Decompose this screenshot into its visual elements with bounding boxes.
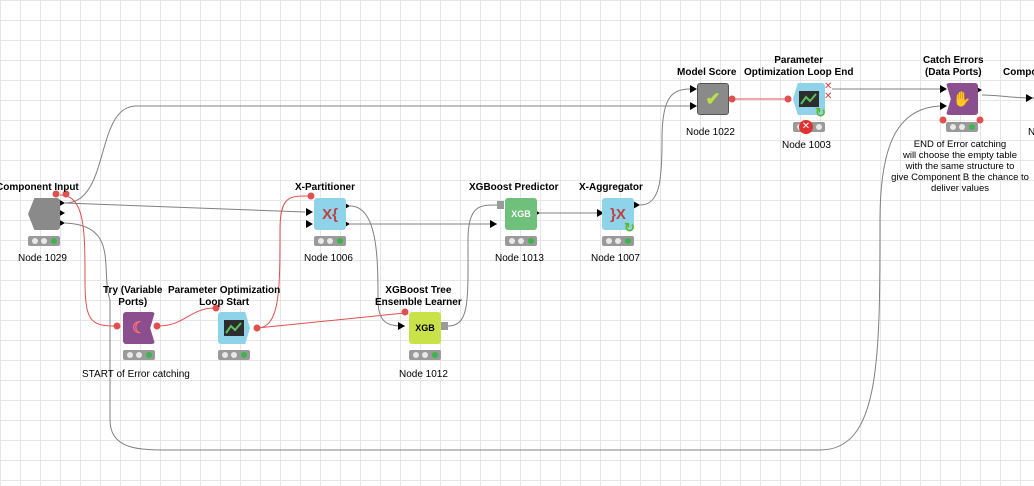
node-status-lights bbox=[123, 350, 155, 360]
aggregate-icon: }X bbox=[610, 205, 626, 223]
connection-aggregator-to-modelscore bbox=[639, 88, 691, 206]
xgb-predictor-node[interactable]: XGB bbox=[505, 198, 537, 230]
node-status-lights bbox=[218, 350, 250, 360]
model-port bbox=[441, 322, 448, 330]
port-arrow bbox=[306, 220, 313, 228]
node-title-model-score: Model Score bbox=[677, 67, 737, 78]
connection-xpartitioner-to-learner bbox=[349, 205, 406, 327]
loop-icon: ↻ bbox=[815, 105, 826, 120]
connection-input-to-modelscore bbox=[64, 105, 690, 204]
model-score-node[interactable]: ✔ bbox=[697, 83, 729, 115]
port-arrow bbox=[398, 322, 405, 330]
node-id-label: Node 1007 bbox=[591, 253, 640, 264]
node-title-try: Try (Variable Ports) bbox=[103, 285, 163, 308]
xgb-icon: XGB bbox=[511, 209, 531, 219]
node-title-catch-errors: Catch Errors (Data Ports) bbox=[923, 55, 984, 78]
xgb-learner-node[interactable]: XGB bbox=[409, 312, 441, 344]
node-id-label: Node 1029 bbox=[18, 253, 67, 264]
node-id-label: Node 1013 bbox=[495, 253, 544, 264]
connection-learner-to-predictor bbox=[447, 204, 498, 327]
node-status-lights bbox=[409, 350, 441, 360]
node-title-x-aggregator: X-Aggregator bbox=[579, 182, 643, 193]
node-id-label: Node 1022 bbox=[686, 127, 735, 138]
try-icon: ☾ bbox=[131, 320, 147, 337]
connection-input-to-catch bbox=[64, 105, 941, 451]
node-id-label: N bbox=[1028, 127, 1034, 138]
loop-end-node[interactable] bbox=[793, 83, 825, 115]
node-status-lights bbox=[602, 236, 634, 246]
flowvar-port bbox=[976, 116, 984, 124]
flowvar-port bbox=[62, 190, 70, 198]
xgb-icon: XGB bbox=[415, 323, 435, 333]
node-note-catch-errors: END of Error catching will choose the em… bbox=[891, 139, 1029, 194]
flowvar-port bbox=[253, 324, 261, 332]
node-title-xgb-learner: XGBoost Tree Ensemble Learner bbox=[375, 285, 462, 308]
node-status-lights bbox=[505, 236, 537, 246]
try-node[interactable]: ☾ bbox=[123, 312, 155, 344]
inactive-port-icon: ✕✕ bbox=[824, 81, 833, 102]
flowvar-input-to-try bbox=[59, 194, 116, 327]
flowvar-port bbox=[52, 190, 60, 198]
node-title-xgb-predictor: XGBoost Predictor bbox=[469, 182, 559, 193]
line-chart-icon bbox=[799, 91, 819, 107]
node-note-try: START of Error catching bbox=[82, 369, 190, 380]
port-arrow bbox=[1026, 94, 1033, 102]
node-title-x-partitioner: X-Partitioner bbox=[295, 182, 356, 193]
flowvar-loopstart-to-xpartitioner bbox=[256, 195, 311, 329]
node-status-lights bbox=[28, 236, 60, 246]
flowvar-port bbox=[784, 95, 792, 103]
node-status-lights bbox=[946, 122, 978, 132]
port-arrow bbox=[597, 209, 604, 217]
model-port bbox=[497, 201, 504, 209]
port-arrow bbox=[690, 102, 697, 110]
node-id-label: Node 1006 bbox=[304, 253, 353, 264]
node-title-loop-end: Parameter Optimization Loop End bbox=[744, 55, 854, 78]
node-status-lights bbox=[314, 236, 346, 246]
flowvar-port bbox=[939, 116, 947, 124]
flowvar-port bbox=[113, 322, 121, 330]
x-partitioner-node[interactable]: X{ bbox=[314, 198, 346, 230]
checkmark-icon: ✔ bbox=[705, 88, 721, 109]
port-arrow bbox=[306, 208, 313, 216]
node-title-component-output: Compo bbox=[1003, 67, 1034, 78]
hand-icon: ✋ bbox=[952, 91, 972, 108]
flowvar-port bbox=[212, 304, 220, 312]
port-arrow bbox=[940, 102, 947, 110]
connection-input-to-xpartitioner bbox=[64, 202, 306, 213]
error-icon: ✕ bbox=[799, 120, 813, 134]
catch-errors-node[interactable]: ✋ bbox=[946, 83, 978, 115]
port-arrow bbox=[490, 220, 497, 228]
flowvar-port bbox=[307, 192, 315, 200]
node-id-label: Node 1003 bbox=[782, 140, 831, 151]
port-arrow bbox=[690, 85, 697, 93]
port-arrow bbox=[940, 85, 947, 93]
loop-start-node[interactable] bbox=[218, 312, 250, 344]
flowvar-port bbox=[153, 322, 161, 330]
loop-icon: ↻ bbox=[624, 220, 635, 235]
node-id-label: Node 1012 bbox=[399, 369, 448, 380]
component-input-node[interactable] bbox=[28, 198, 60, 230]
flowvar-loopstart-to-learner bbox=[256, 312, 406, 329]
line-chart-icon bbox=[224, 320, 244, 336]
node-title-component-input: Component Input bbox=[0, 182, 79, 193]
flowvar-port bbox=[401, 308, 409, 316]
node-title-loop-start: Parameter Optimization Loop Start bbox=[168, 285, 281, 308]
flowvar-try-to-loopstart bbox=[157, 307, 216, 327]
flowvar-port bbox=[728, 95, 736, 103]
partition-icon: X{ bbox=[322, 205, 338, 223]
port-arrow bbox=[633, 201, 640, 209]
x-aggregator-node[interactable]: }X bbox=[602, 198, 634, 230]
